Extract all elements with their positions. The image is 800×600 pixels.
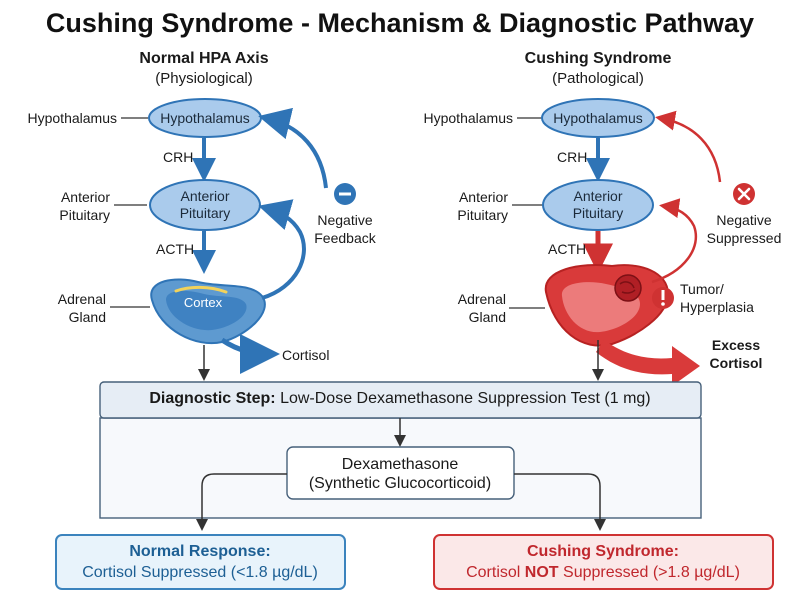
dexamethasone-box	[286, 446, 515, 500]
label-line: Pituitary	[59, 207, 110, 223]
cushing-acth-label: ACTH	[548, 241, 587, 257]
label-line: Gland	[468, 309, 506, 325]
drug-to-cushing-result-arrow	[514, 473, 606, 531]
cushing-result-box	[433, 534, 774, 590]
normal-result-box	[55, 534, 346, 590]
cushing-result-title: Cushing Syndrome:	[526, 543, 680, 560]
negative-feedback-label: Negative Feedback	[314, 211, 375, 247]
result-text-part: Cortisol	[466, 564, 525, 581]
diagnostic-step-label: Diagnostic Step:	[149, 390, 276, 407]
cushing-pituitary-text: Anterior Pituitary	[543, 180, 653, 230]
result-text-emphasis: NOT	[524, 564, 559, 581]
excess-cortisol-arrow	[596, 340, 700, 386]
label-line: Anterior	[458, 189, 508, 205]
tumor-mass	[614, 274, 642, 302]
normal-result-title: Normal Response:	[129, 543, 271, 560]
acth-label: ACTH	[156, 241, 195, 257]
feedback-arrow-to-hypothalamus	[258, 107, 328, 189]
label-line: Anterior	[60, 189, 110, 205]
normal-subheading: (Physiological)	[155, 70, 253, 87]
page-title: Cushing Syndrome - Mechanism & Diagnosti…	[45, 8, 755, 38]
minus-icon-bar	[339, 192, 351, 196]
cortex-highlight	[174, 285, 228, 294]
normal-hypothalamus-text: Hypothalamus	[160, 109, 250, 126]
label-line: Dexamethasone	[341, 456, 459, 473]
node-line: Pituitary	[572, 205, 624, 221]
normal-adrenal-medulla	[166, 290, 247, 331]
cortisol-output-arrow	[220, 333, 280, 374]
cushing-hypothalamus-label: Hypothalamus	[423, 110, 514, 126]
diagnostic-step-text: Diagnostic Step: Low-Dose Dexamethasone …	[149, 390, 650, 408]
normal-pituitary-label: Anterior Pituitary	[59, 188, 110, 224]
excess-cortisol-label: Excess Cortisol	[710, 336, 763, 372]
cortisol-label: Cortisol	[282, 347, 330, 363]
label-line: Negative	[716, 212, 772, 228]
label-line: Feedback	[314, 230, 376, 246]
normal-hpa-graphics	[110, 98, 356, 381]
normal-hypothalamus-label: Hypothalamus	[27, 110, 118, 126]
cushing-pituitary-label: Anterior Pituitary	[457, 188, 508, 224]
label-line: Adrenal	[57, 291, 106, 307]
label-line: Cortisol	[709, 355, 763, 371]
normal-pituitary-text: Anterior Pituitary	[150, 180, 260, 230]
cushing-heading: Cushing Syndrome	[524, 50, 672, 67]
cushing-pituitary-node	[542, 179, 654, 231]
cushing-graphics	[509, 98, 755, 386]
normal-result-detail: Cortisol Suppressed (<1.8 µg/dL)	[82, 564, 318, 581]
suppressed-feedback-to-pituitary	[651, 198, 698, 284]
normal-heading: Normal HPA Axis	[139, 50, 269, 67]
tumor-texture	[619, 281, 636, 294]
label-line: Hyperplasia	[680, 299, 754, 315]
label-line: (Synthetic Glucocorticoid)	[308, 475, 492, 492]
drug-to-normal-result-arrow	[196, 473, 287, 531]
dexamethasone-text: Dexamethasone (Synthetic Glucocorticoid)	[309, 455, 491, 493]
label-line: Negative	[317, 212, 373, 228]
node-line: Anterior	[180, 188, 230, 204]
label-line: Adrenal	[457, 291, 506, 307]
x-icon-mark	[737, 187, 751, 201]
crh-label: CRH	[163, 149, 194, 165]
cushing-crh-label: CRH	[557, 149, 588, 165]
exclamation-icon-bar	[661, 290, 665, 300]
exclamation-icon-dot	[661, 302, 665, 306]
label-line: Suppressed	[706, 230, 782, 246]
label-line: Excess	[711, 337, 761, 353]
label-line: Pituitary	[457, 207, 508, 223]
result-text-part: Suppressed (>1.8 µg/dL)	[558, 564, 740, 581]
diagnostic-graphics	[55, 381, 774, 590]
cushing-result-text: Cushing Syndrome: Cortisol NOT Suppresse…	[466, 541, 740, 583]
negative-suppressed-label: Negative Suppressed	[707, 211, 782, 247]
label-line: Gland	[68, 309, 106, 325]
cushing-result-detail: Cortisol NOT Suppressed (>1.8 µg/dL)	[466, 562, 740, 583]
normal-adrenal-label: Adrenal Gland	[58, 290, 106, 326]
cushing-hypothalamus-node	[541, 98, 655, 138]
node-line: Anterior	[573, 188, 623, 204]
cushing-adrenal-label: Adrenal Gland	[458, 290, 506, 326]
feedback-arrow-to-pituitary	[258, 199, 306, 300]
diagnostic-step-description: Low-Dose Dexamethasone Suppression Test …	[280, 390, 651, 407]
normal-result-text: Normal Response: Cortisol Suppressed (<1…	[82, 541, 318, 583]
cushing-hypothalamus-text: Hypothalamus	[553, 109, 643, 126]
cushing-subheading: (Pathological)	[552, 70, 644, 87]
node-line: Pituitary	[179, 205, 231, 221]
label-line: Tumor/	[680, 281, 724, 297]
tumor-label: Tumor/ Hyperplasia	[680, 280, 754, 316]
cortex-label: Cortex	[183, 295, 223, 310]
suppressed-feedback-to-hypothalamus	[655, 110, 722, 183]
